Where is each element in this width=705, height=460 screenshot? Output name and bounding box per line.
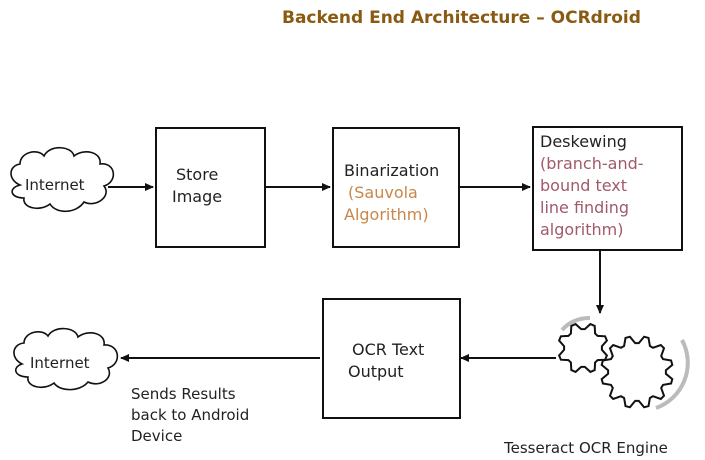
internet-cloud-bottom <box>13 327 119 391</box>
store-image-label-line-2: Image <box>172 187 223 206</box>
binarization-algorithm-line-2: Algorithm) <box>344 205 429 224</box>
deskewing-box: Deskewing (branch-and- bound text line f… <box>532 126 683 251</box>
store-image-box: Store Image <box>155 127 266 248</box>
gears-icon <box>557 315 690 410</box>
binarization-label: Binarization <box>344 161 440 180</box>
deskewing-algorithm-line-1: (branch-and- <box>540 154 644 173</box>
deskewing-algorithm-line-3: line finding <box>540 198 630 217</box>
ocr-text-output-box: OCR Text Output <box>322 298 461 419</box>
sends-results-caption-line-2: back to Android <box>131 406 250 424</box>
deskewing-algorithm-line-2: bound text <box>540 176 628 195</box>
deskewing-algorithm-line-4: algorithm) <box>540 220 624 239</box>
gear-small-outline <box>557 322 609 374</box>
gear-large-icon <box>600 335 674 409</box>
sends-results-caption-line-1: Sends Results <box>131 385 236 403</box>
gear-large-outline <box>600 335 674 409</box>
gear-small-icon <box>557 322 609 374</box>
diagram-title: Backend End Architecture – OCRdroid <box>282 8 641 28</box>
internet-label-top: Internet <box>25 176 85 194</box>
store-image-label-line-1: Store <box>176 165 219 184</box>
sends-results-caption-line-3: Device <box>131 427 183 445</box>
binarization-box: Binarization (Sauvola Algorithm) <box>332 127 460 248</box>
ocr-output-label-line-2: Output <box>348 362 404 381</box>
internet-cloud-top <box>10 146 115 213</box>
binarization-algorithm-line-1: (Sauvola <box>348 183 418 202</box>
tesseract-engine-caption: Tesseract OCR Engine <box>504 439 668 457</box>
deskewing-label: Deskewing <box>540 132 627 151</box>
internet-label-bottom: Internet <box>30 354 90 372</box>
ocr-output-label-line-1: OCR Text <box>352 340 425 359</box>
